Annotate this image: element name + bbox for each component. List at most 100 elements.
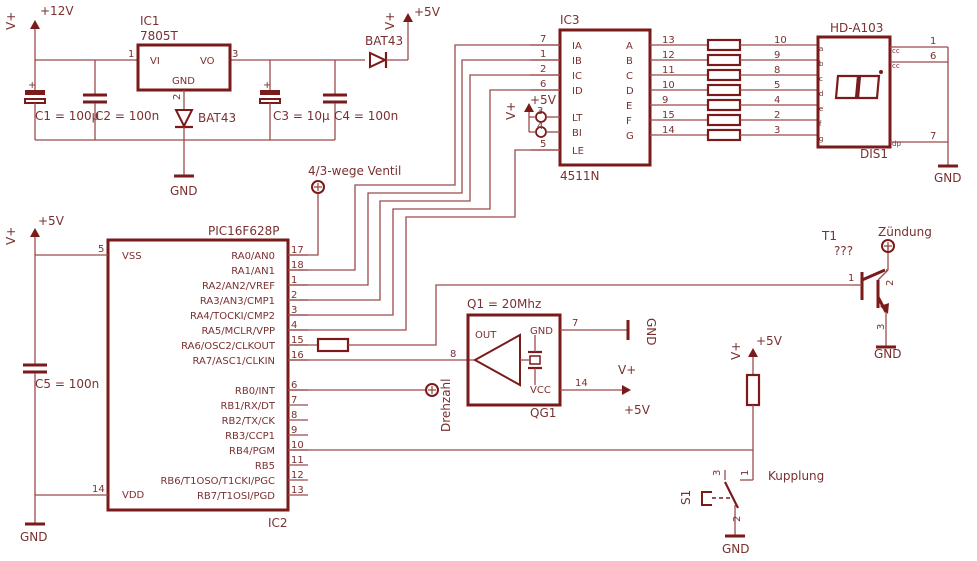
supply-5v-osc-label: +5V [624, 403, 651, 417]
supply-5v-top-label: +5V [414, 5, 441, 19]
switch-pin1: 1 [740, 470, 751, 476]
mcu-pin-num-17: 17 [291, 245, 304, 256]
mcu-pin-num-3: 3 [291, 305, 297, 316]
diode-d1-label: BAT43 [365, 34, 403, 48]
supply-12v-vplus-label: V+ [4, 12, 18, 30]
switch-s1: V+ +5V 1 Kupplung 3 2 S1 GND [679, 334, 824, 556]
switch-pin3: 3 [712, 470, 723, 476]
mcu-pin-num-8: 8 [291, 410, 297, 421]
segment-resistor-d [706, 83, 742, 97]
mcu-vss: VSS [122, 251, 142, 262]
segment-resistor-f [706, 113, 742, 127]
mcu-pin-label-2: RA3/AN3/CMP1 [200, 296, 275, 307]
diode-d1: BAT43 [365, 34, 408, 69]
display-pin-5: 5 [774, 80, 780, 91]
capacitor-c1: + C1 = 100µ [24, 60, 100, 140]
display-common-ground: 1 6 7 GND [890, 36, 962, 185]
mcu-pin-label-10: RB4/PGM [229, 446, 275, 457]
display-pin7: 7 [930, 131, 936, 142]
mcu-pin-num-13: 13 [291, 485, 304, 496]
mcu-pin-num-15: 15 [291, 335, 304, 346]
capacitor-c5-label: C5 = 100n [35, 377, 99, 391]
display-pin-10: 10 [774, 35, 787, 46]
mcu-pin-num-9: 9 [291, 425, 297, 436]
segment-resistor-a [706, 38, 742, 52]
decoder-output-f: F [626, 116, 632, 127]
mcu-value: PIC16F628P [208, 224, 279, 238]
decoder-input-lt: LT [572, 113, 583, 124]
transistor-value: ??? [834, 244, 853, 258]
decoder-output-c: C [626, 71, 633, 82]
display-cc-2: cc [892, 62, 900, 70]
mcu-ic2: PIC16F628P IC2 VSS VDD 5 14 RA0/AN017RA1… [92, 224, 308, 530]
decoder-input-ib: IB [572, 56, 582, 67]
decoder-input-pin-1: 1 [540, 49, 546, 60]
decoder-output-pin-10: 10 [662, 80, 675, 91]
mcu-pin-label-6: RB0/INT [235, 386, 276, 397]
display-pin-3: 3 [774, 125, 780, 136]
mcu-pin-num-10: 10 [291, 440, 304, 451]
decoder-output-g: G [626, 131, 634, 142]
gnd-label-mcu: GND [20, 530, 48, 544]
decoder-output-e: E [626, 101, 632, 112]
mcu-pin-num-2: 2 [291, 290, 297, 301]
decoder-output-pin-14: 14 [662, 125, 675, 136]
oscillator-qg1: Q1 = 20Mhz QG1 OUT GND VCC 8 7 GND 14 V+… [450, 297, 658, 420]
decoder-input-ic: IC [572, 71, 582, 82]
decoder-output-a: A [626, 41, 633, 52]
mcu-vdd-pin: 14 [92, 484, 105, 495]
svg-text:+: + [28, 80, 36, 91]
regulator-pin-vo: VO [200, 56, 215, 67]
mcu-pin-label-13: RB7/T1OSI/PGD [197, 491, 275, 502]
svg-text:+: + [263, 80, 271, 91]
mcu-to-decoder-wiring [288, 44, 560, 331]
decoder-input-pin-7: 7 [540, 34, 546, 45]
oscillator-pin8: 8 [450, 349, 456, 360]
supply-12v-label: +12V [40, 4, 74, 18]
oscillator-name: QG1 [530, 406, 556, 420]
decoder-input-pin-6: 6 [540, 79, 546, 90]
mcu-pin-num-12: 12 [291, 470, 304, 481]
supply-5v-switch-vplus: V+ [729, 342, 743, 360]
mcu-pin-label-8: RB2/TX/CK [222, 416, 276, 427]
display-seg-b: b [819, 60, 824, 68]
drehzahl-label: Drehzahl [439, 379, 453, 433]
oscillator-pin14: 14 [575, 378, 588, 389]
display-pin1: 1 [930, 36, 936, 47]
regulator-pin-vi: VI [150, 56, 160, 67]
mcu-pin-label-15: RA6/OSC2/CLKOUT [181, 341, 276, 352]
supply-5v-switch-label: +5V [756, 334, 783, 348]
display-pin-4: 4 [774, 95, 780, 106]
mcu-vss-pin: 5 [98, 244, 104, 255]
display-pin6: 6 [930, 51, 936, 62]
display-pin-9: 9 [774, 50, 780, 61]
regulator-ic1-name: IC1 [140, 14, 160, 28]
mcu-pin-label-12: RB6/T1OSO/T1CKI/PGC [160, 476, 275, 487]
decoder-input-pin-3: 3 [537, 106, 543, 117]
decoder-input-pin-4: 4 [537, 121, 543, 132]
gnd-label-regulator: GND [170, 184, 198, 198]
display-name: DIS1 [860, 147, 888, 161]
mcu-pin-label-1: RA2/AN2/VREF [202, 281, 275, 292]
regulator-pin1: 1 [128, 49, 134, 60]
display-dp: dp [892, 140, 901, 148]
display-seg-a: a [819, 45, 823, 53]
supply-5v-osc-vplus: V+ [618, 363, 636, 377]
capacitor-c4: C4 = 100n [323, 60, 398, 140]
mcu-pin-label-4: RA5/MCLR/VPP [201, 326, 275, 337]
decoder-output-pin-13: 13 [662, 35, 675, 46]
decoder-input-pin-2: 2 [540, 64, 546, 75]
gnd-label-oscillator: GND [644, 318, 658, 346]
oscillator-vcc: VCC [530, 385, 551, 396]
display-pin-8: 8 [774, 65, 780, 76]
transistor-pin3: 3 [876, 324, 887, 330]
decoder-input-bi: BI [572, 128, 582, 139]
segment-resistor-c [706, 68, 742, 82]
capacitor-c2-label: C2 = 100n [95, 109, 159, 123]
supply-5v-mcu-vplus: V+ [4, 227, 18, 245]
mcu-pin-label-3: RA4/TOCKI/CMP2 [190, 311, 275, 322]
mcu-pin-list: RA0/AN017RA1/AN118RA2/AN2/VREF1RA3/AN3/C… [160, 245, 308, 502]
